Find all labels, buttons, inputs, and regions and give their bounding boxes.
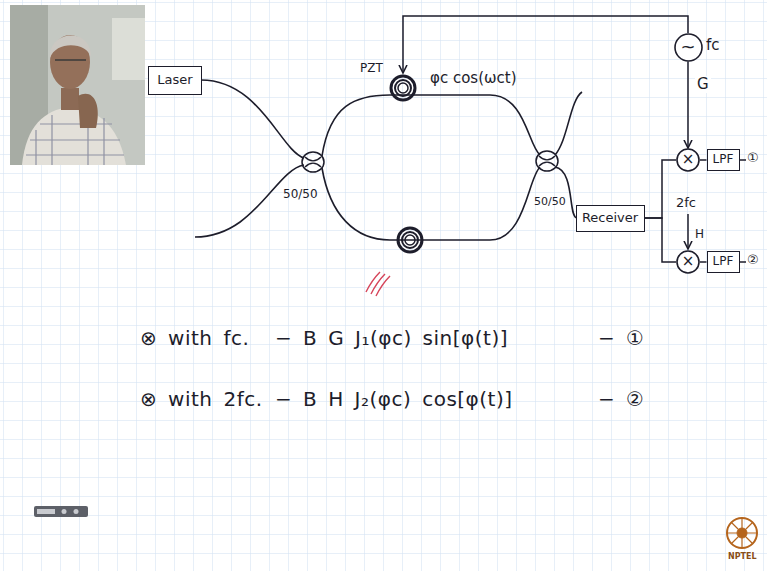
- equation-note: ⊗ with fc.: [140, 327, 249, 350]
- laser-box: Laser: [148, 66, 202, 95]
- reference-feed-arrow: [687, 214, 689, 249]
- box-label: LPF: [713, 255, 734, 269]
- lowpass-filter-box: LPF: [707, 149, 740, 171]
- watermark: NPTEL: [728, 552, 757, 561]
- optical-fibres: [195, 80, 582, 240]
- fibre-coupler: [536, 151, 558, 171]
- vibration-marks: [366, 272, 390, 296]
- box-label: Laser: [157, 73, 192, 88]
- callout-number: − ①: [598, 327, 645, 350]
- lowpass-filter-box: LPF: [707, 251, 740, 273]
- box-label: Receiver: [582, 211, 638, 226]
- split-ratio: 50/50: [283, 188, 318, 202]
- box-label: LPF: [713, 153, 734, 167]
- callout-number: ②: [747, 253, 759, 268]
- modulation-feed-line: [403, 16, 688, 73]
- signal-wire: [687, 62, 689, 149]
- mixer-glyph: ×: [682, 151, 695, 168]
- circle-outline: [675, 34, 702, 61]
- frequency-label: fc: [706, 37, 720, 54]
- player-toolbar: [34, 506, 88, 517]
- circle-outline: [677, 251, 699, 273]
- part-name: PZT: [360, 62, 383, 76]
- output-lead: [740, 160, 746, 262]
- equation: − B H J₂(φc) cos[φ(t)]: [275, 388, 513, 411]
- nptel-logo: [727, 518, 757, 548]
- gain-label: G: [695, 76, 711, 93]
- signal-wire: [645, 218, 677, 262]
- callout-number: − ②: [598, 388, 645, 411]
- circle-outline: [677, 149, 699, 171]
- callout-number: ①: [747, 151, 759, 166]
- mixer-glyph: ×: [682, 253, 695, 270]
- signal-wire: [645, 160, 677, 218]
- pzt-coil: [391, 76, 415, 100]
- split-ratio: 50/50: [534, 196, 566, 209]
- modulation-expression: φc cos(ωct): [430, 70, 517, 87]
- mixer-symbol: ×: [676, 250, 700, 274]
- equation: − B G J₁(φc) sin[φ(t)]: [275, 327, 508, 350]
- fibre-coil: [398, 228, 422, 252]
- receiver-box: Receiver: [576, 205, 645, 232]
- oscillator-glyph: ~: [680, 37, 695, 58]
- gain-label: H: [695, 228, 704, 242]
- fibre-coupler: [302, 152, 324, 172]
- equation-note: ⊗ with 2fc.: [140, 388, 263, 411]
- webcam-inset: [10, 5, 145, 165]
- frequency-label: 2fc: [676, 196, 696, 211]
- oscillator-symbol: ~: [674, 33, 703, 62]
- mixer-symbol: ×: [676, 148, 700, 172]
